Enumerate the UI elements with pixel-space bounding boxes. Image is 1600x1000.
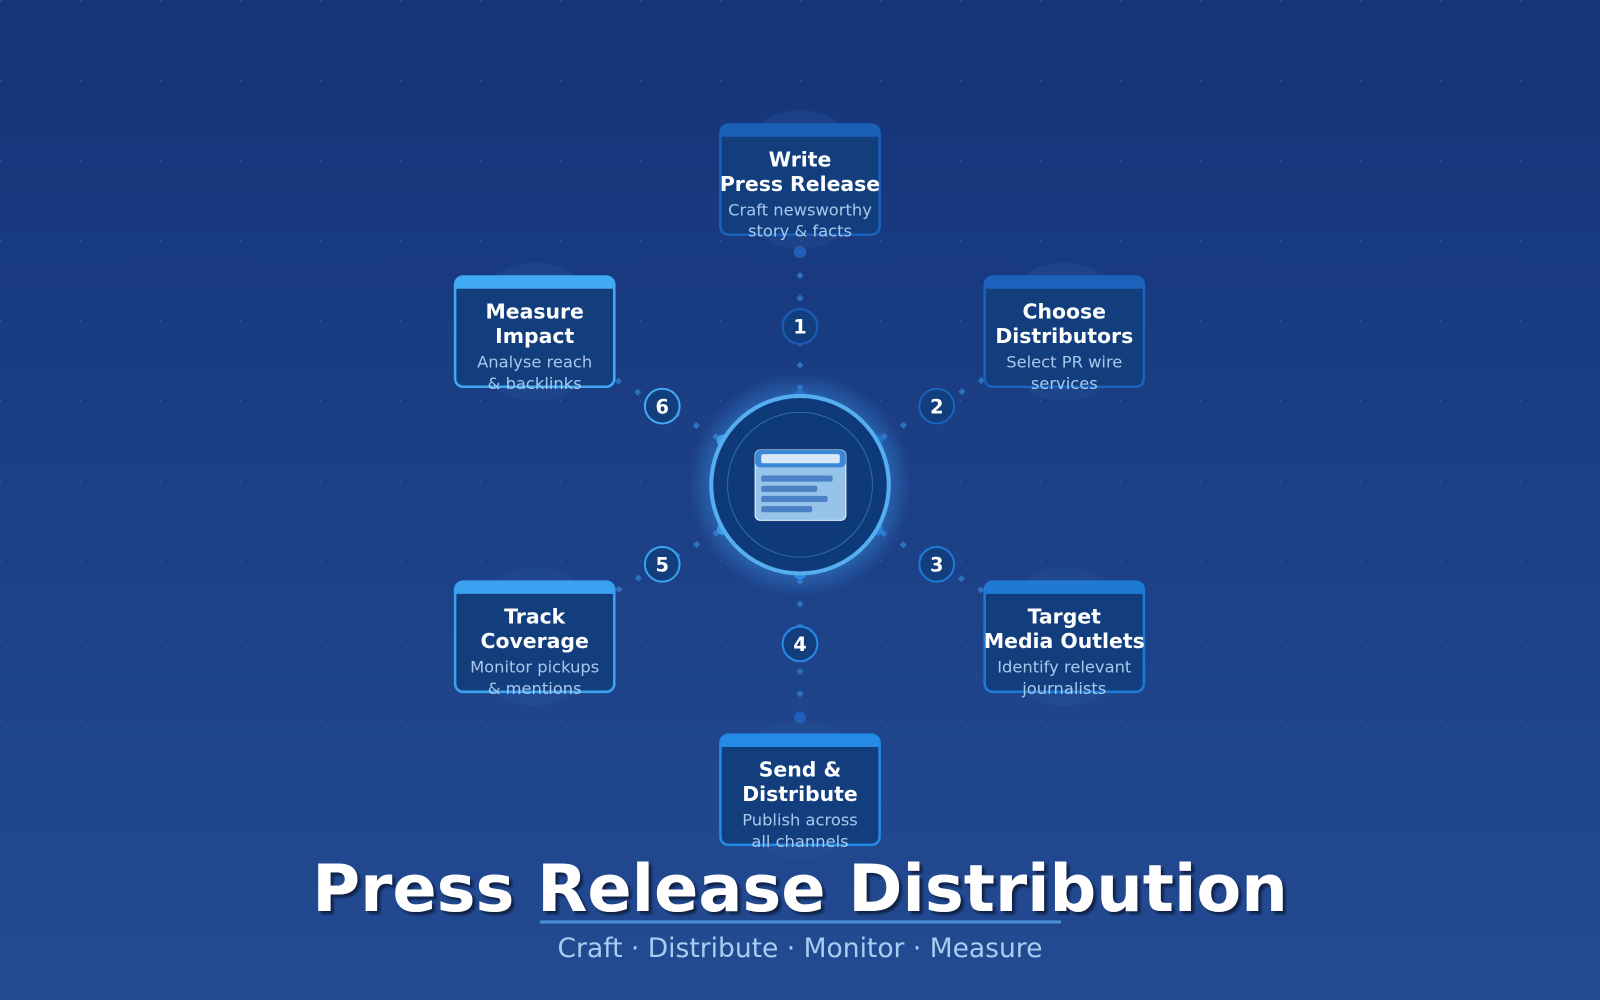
step-title: Measure <box>485 299 583 323</box>
step-description: journalists <box>1021 679 1106 698</box>
card-header-bar <box>720 734 880 747</box>
step-description: & backlinks <box>488 374 582 393</box>
card-header-bar <box>984 581 1144 594</box>
step-title: Distribute <box>742 782 858 806</box>
step-title: Press Release <box>720 172 880 196</box>
step-number: 6 <box>656 395 669 418</box>
card-header-bar <box>455 276 615 289</box>
connector-dot <box>796 361 804 369</box>
step-description: & mentions <box>488 679 582 698</box>
card-header-bar <box>455 581 615 594</box>
connector-dot <box>899 421 908 429</box>
center-hub <box>687 372 913 597</box>
step-title: Write <box>769 147 832 171</box>
press-release-document-icon <box>754 449 847 521</box>
step-number: 2 <box>930 395 943 418</box>
step-number: 5 <box>656 553 669 576</box>
connector-dot <box>958 388 966 396</box>
step-description: all channels <box>751 832 848 851</box>
step-number: 1 <box>793 316 806 339</box>
step-title: Send & <box>759 758 842 782</box>
step-number-badge-1: 1 <box>781 308 819 345</box>
connector-dot <box>796 271 804 280</box>
connector-dot <box>614 377 622 385</box>
step-description: Identify relevant <box>997 657 1131 676</box>
page-subtitle: Craft · Distribute · Monitor · Measure <box>558 933 1043 964</box>
connector-dot <box>977 586 985 594</box>
step-title: Media Outlets <box>984 629 1145 653</box>
card-header-bar <box>720 124 880 137</box>
step-number-badge-2: 2 <box>918 387 956 425</box>
step-title: Target <box>1028 604 1102 628</box>
step-title: Coverage <box>481 629 589 653</box>
step-description: Craft newsworthy <box>728 200 872 219</box>
connector-dot <box>693 540 701 549</box>
step-number-badge-3: 3 <box>918 545 956 583</box>
connector-dot <box>796 690 804 698</box>
step-description: Monitor pickups <box>470 657 599 676</box>
step-description: Analyse reach <box>477 352 592 371</box>
connector-dot <box>796 600 804 608</box>
card-header-bar <box>984 276 1144 289</box>
step-description: services <box>1031 374 1098 393</box>
connector-dot <box>796 667 804 676</box>
step-description: story & facts <box>748 222 852 241</box>
step-number: 3 <box>930 553 943 576</box>
step-number-badge-4: 4 <box>781 625 819 663</box>
step-title: Choose <box>1023 299 1106 323</box>
connector-dot <box>957 575 965 583</box>
card-anchor-node <box>793 711 807 724</box>
step-description: Select PR wire <box>1006 352 1122 371</box>
card-anchor-node <box>793 245 807 259</box>
step-number-badge-6: 6 <box>643 387 681 425</box>
page-title: Press Release Distribution <box>312 851 1287 927</box>
title-underline <box>539 920 1062 924</box>
step-title: Track <box>504 604 566 628</box>
step-number: 4 <box>793 633 806 656</box>
connector-dot <box>796 294 804 302</box>
step-title: Distributors <box>995 324 1133 348</box>
step-number-badge-5: 5 <box>643 545 681 583</box>
step-title: Impact <box>495 324 574 348</box>
connector-dot <box>615 585 623 593</box>
connector-dot <box>977 376 985 385</box>
connector-dot <box>692 421 700 430</box>
step-description: Publish across <box>742 811 858 830</box>
connector-dot <box>899 541 907 549</box>
